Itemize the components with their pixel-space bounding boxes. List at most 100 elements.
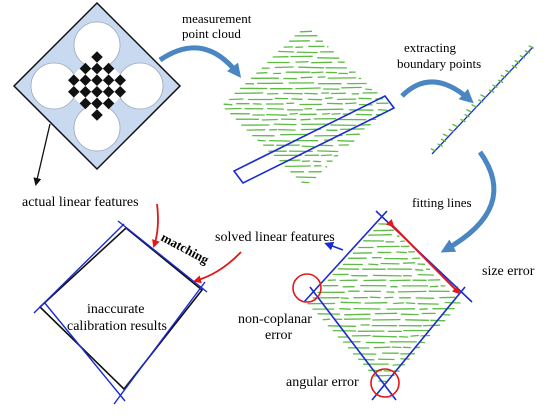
- fit-line-bottom-right: [371, 286, 466, 401]
- scan-line-segment: [295, 87, 321, 90]
- scan-line-segment: [397, 290, 427, 293]
- scan-line-segment: [300, 76, 313, 79]
- scan-line-segment: [295, 176, 317, 179]
- scan-line-segment: [234, 92, 264, 95]
- scan-line-segment: [415, 346, 421, 349]
- boundary-point: [528, 45, 534, 49]
- boundary-point: [471, 104, 477, 108]
- scan-line-segment: [278, 128, 296, 131]
- scan-line-segment: [223, 103, 233, 106]
- scan-line-segment: [396, 251, 408, 254]
- boundary-point: [466, 109, 472, 113]
- label-fitting-lines: fitting lines: [412, 195, 472, 210]
- solved-line-bottom-right: [113, 281, 206, 405]
- matching-arrow-left: [193, 251, 242, 284]
- boundary-selection-box: [232, 94, 396, 185]
- label-measurement-point-cloud: measurement point cloud: [182, 11, 255, 41]
- scan-line-segment: [392, 302, 405, 305]
- fitted-point-cloud: [307, 223, 461, 383]
- boundary-point: [480, 94, 486, 98]
- boundary-points-line: [431, 46, 534, 155]
- label-inaccurate-calibration-results: inaccurate calibration results: [67, 302, 167, 334]
- boundary-point: [440, 138, 447, 142]
- boundary-point: [500, 74, 506, 79]
- boundary-point: [448, 128, 454, 133]
- boundary-point: [430, 148, 437, 152]
- scan-line-segment: [289, 112, 298, 115]
- scan-line-segment: [267, 107, 285, 110]
- boundary-point: [442, 133, 449, 138]
- actual-features-pointer: [33, 123, 51, 186]
- scan-line-segment: [373, 346, 391, 349]
- calibration-result: [33, 220, 208, 405]
- scan-line-segment: [322, 318, 331, 321]
- fit-line-bottom-left: [309, 286, 397, 401]
- checker-square: [114, 74, 126, 86]
- size-error-arrow: [385, 218, 461, 295]
- scan-line-segment: [417, 273, 435, 276]
- flow-arrow-to-cloud: [158, 45, 242, 78]
- checker-square: [68, 74, 80, 86]
- solved-line-top-right: [117, 220, 208, 293]
- matching-arrow-down: [152, 203, 160, 248]
- flow-arrow-to-fitting: [440, 150, 497, 253]
- scan-line-segment: [298, 66, 325, 69]
- scan-line-segment: [372, 335, 397, 338]
- scan-line-segment: [228, 98, 244, 101]
- scan-line-segment: [316, 108, 344, 111]
- measurement-point-cloud: [223, 30, 389, 184]
- boundary-point: [519, 55, 525, 59]
- scan-line-segment: [257, 139, 266, 142]
- label-non-coplanar-error: non-coplanar error: [238, 312, 315, 343]
- scan-line-segment: [405, 302, 416, 305]
- scan-line-segment: [261, 118, 278, 121]
- scan-line-segment: [320, 154, 333, 157]
- scan-line-segment: [331, 112, 341, 115]
- scan-line-segment: [296, 51, 318, 54]
- label-solved-linear-features: solved linear features: [215, 230, 335, 245]
- boundary-point: [488, 89, 495, 93]
- scan-line-segment: [344, 102, 357, 105]
- scan-line-segment: [405, 319, 430, 321]
- boundary-point: [460, 118, 466, 123]
- fit-line-top-left: [303, 210, 388, 303]
- scan-line-segment: [266, 113, 288, 116]
- scan-line-segment: [415, 269, 424, 271]
- label-extracting-boundary-points: extracting boundary points: [397, 40, 481, 71]
- boundary-points: [430, 45, 534, 152]
- scan-line-segment: [278, 50, 295, 53]
- scan-line-segment: [368, 263, 379, 266]
- boundary-point: [505, 69, 511, 74]
- solved-line-bottom-left: [43, 301, 126, 402]
- scan-line-segment: [377, 109, 388, 111]
- scan-line-segment: [340, 301, 362, 304]
- boundary-point: [478, 99, 484, 103]
- scan-line-segment: [301, 145, 315, 148]
- scan-line-segment: [321, 112, 331, 115]
- scan-line-segment: [324, 97, 333, 99]
- scan-line-segment: [344, 313, 371, 316]
- scan-line-segment: [301, 181, 310, 184]
- boundary-point: [511, 64, 518, 69]
- label-angular-error: angular error: [286, 375, 359, 390]
- checker-square: [91, 86, 103, 98]
- scan-line-segment: [268, 139, 291, 142]
- scan-line-segment: [392, 363, 405, 366]
- boundary-point: [464, 113, 470, 118]
- scan-line-segment: [337, 140, 355, 142]
- boundary-point: [452, 123, 458, 128]
- non-coplanar-error-circle: [292, 273, 322, 303]
- scan-line-segment: [373, 229, 395, 232]
- angular-error-circle: [370, 368, 400, 398]
- scan-line-segment: [299, 30, 313, 33]
- scan-line-segment: [256, 72, 268, 74]
- scan-line-segment: [368, 234, 392, 236]
- solved-features-arrow: [324, 241, 344, 251]
- scan-line-segment: [327, 325, 357, 327]
- checker-square: [91, 74, 103, 86]
- label-size-error: size error: [482, 264, 535, 279]
- flow-arrow-to-boundary: [400, 79, 474, 104]
- boundary-point: [437, 143, 443, 147]
- scan-line-segment: [317, 150, 339, 153]
